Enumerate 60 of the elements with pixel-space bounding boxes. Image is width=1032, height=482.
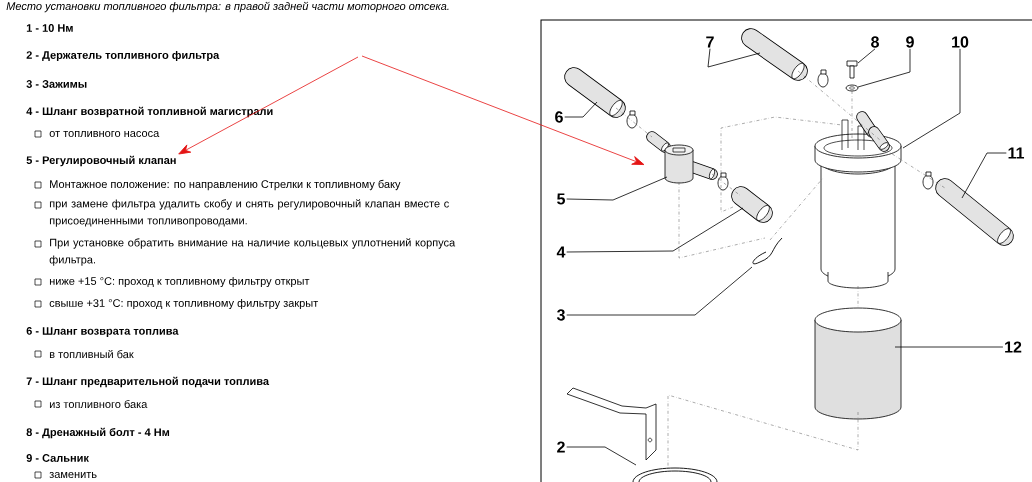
leader-line [566, 207, 744, 253]
callout-number: 10 [952, 36, 969, 48]
assembly-line [797, 70, 881, 141]
list-heading: 6 - Шланг возврата топлива [26, 327, 179, 337]
callout-number: 9 [906, 36, 914, 48]
leader-line [902, 48, 961, 149]
leader-line [566, 176, 668, 201]
list-item: свыше +31 °C: проход к топливному фильтру закрыт [34, 298, 319, 310]
hose-drawing [741, 28, 808, 81]
clip-drawing [752, 237, 783, 265]
seal-ring-drawing [845, 84, 859, 92]
leader-line [961, 152, 1007, 199]
assembly-line [851, 90, 853, 139]
arrow [361, 55, 645, 165]
hose-drawing [564, 67, 626, 118]
list-heading: 2 - Держатель топливного фильтра [26, 50, 220, 62]
assembly-line [615, 107, 653, 138]
leader-line [566, 266, 753, 316]
bolt-drawing [846, 60, 858, 79]
list-item: Монтажное положение: по направлению Стрелки к топливному баку [34, 179, 401, 191]
list-heading: 9 - Сальник [26, 454, 89, 462]
list-item: При установке обратить внимание на наличие кольцевых уплотнений корпуса фильтра. [34, 238, 456, 266]
list-item: при замене фильтра удалить скобу и снять регулировочный клапан вместе с присоединенными топливопроводами. [34, 199, 449, 227]
assembly-line [720, 116, 843, 213]
hose-drawing [935, 178, 1014, 246]
caption-text: Место установки топливного фильтра: в правой задней части моторного отсека. [6, 1, 449, 13]
list-heading: 5 - Регулировочный клапан [26, 155, 176, 167]
leader-line [857, 48, 876, 64]
assembly-line [885, 149, 946, 189]
list-heading: 1 - 10 Нм [26, 24, 73, 32]
leader-line [566, 446, 637, 466]
list-heading: 8 - Дренажный болт - 4 Нм [26, 427, 170, 439]
list-item: ниже +15 °C: проход к топливному фильтру открыт [34, 276, 310, 288]
valve-drawing [646, 131, 718, 184]
assembly-line [667, 394, 859, 471]
list-item: от топливного насоса [34, 130, 160, 138]
callout-number: 4 [556, 246, 566, 258]
callout-number: 12 [1005, 341, 1022, 353]
assembly-line [678, 181, 766, 259]
callout-number: 6 [555, 111, 563, 123]
callout-number: 8 [871, 36, 879, 48]
filter-drawing [814, 111, 902, 289]
leader-line [707, 48, 761, 68]
callout-number: 11 [1008, 147, 1025, 159]
leader-line [564, 101, 598, 118]
callout-number: 5 [557, 193, 565, 205]
hose-drawing [731, 186, 773, 223]
callout-number: 7 [706, 36, 714, 48]
bracket-drawing [566, 387, 718, 482]
filter-element-drawing [814, 307, 902, 420]
list-item: заменить [34, 471, 97, 479]
list-item: из топливного бака [34, 399, 148, 409]
list-heading: 7 - Шланг предварительной подачи топлива [26, 376, 270, 388]
list-heading: 3 - Зажимы [26, 80, 87, 88]
callout-number: 3 [556, 309, 565, 321]
leader-line [857, 48, 911, 88]
arrow [178, 56, 359, 155]
list-item: в топливный бак [34, 349, 134, 359]
callout-number: 2 [557, 441, 565, 453]
leader-line [894, 346, 1004, 348]
